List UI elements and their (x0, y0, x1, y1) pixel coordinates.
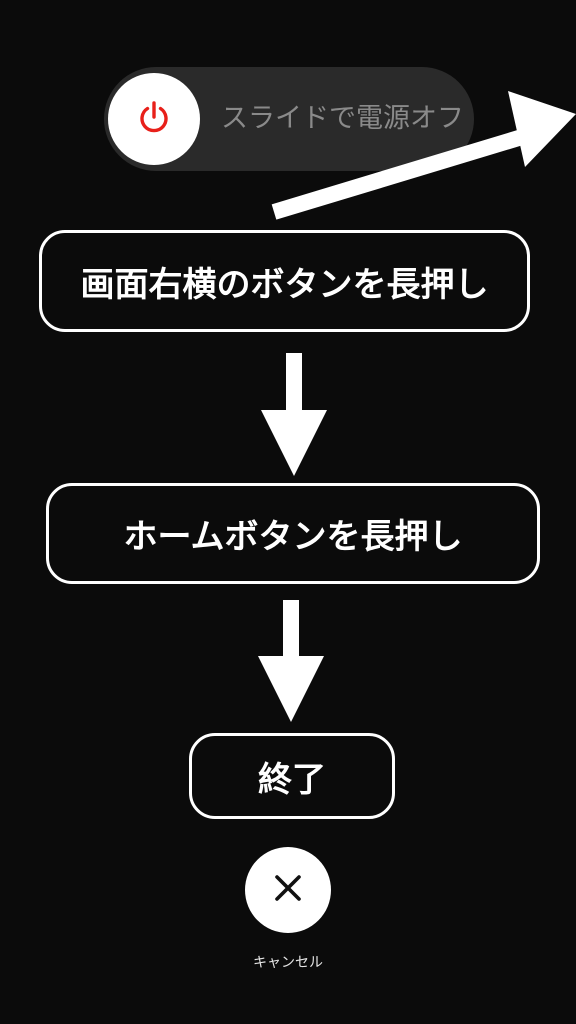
power-off-slider[interactable]: スライドで電源オフ (104, 67, 474, 171)
step-box-side-button: 画面右横のボタンを長押し (39, 230, 530, 332)
arrow-down-icon (258, 600, 324, 722)
step-box-home-button: ホームボタンを長押し (46, 483, 540, 584)
power-icon (136, 99, 172, 139)
step-box-finish: 終了 (189, 733, 395, 819)
cancel-label: キャンセル (253, 955, 323, 971)
close-icon (273, 873, 303, 907)
cancel-button[interactable] (245, 847, 331, 933)
power-off-knob[interactable] (108, 73, 200, 165)
arrow-down-icon (261, 353, 327, 476)
power-off-label: スライドで電源オフ (221, 103, 464, 134)
